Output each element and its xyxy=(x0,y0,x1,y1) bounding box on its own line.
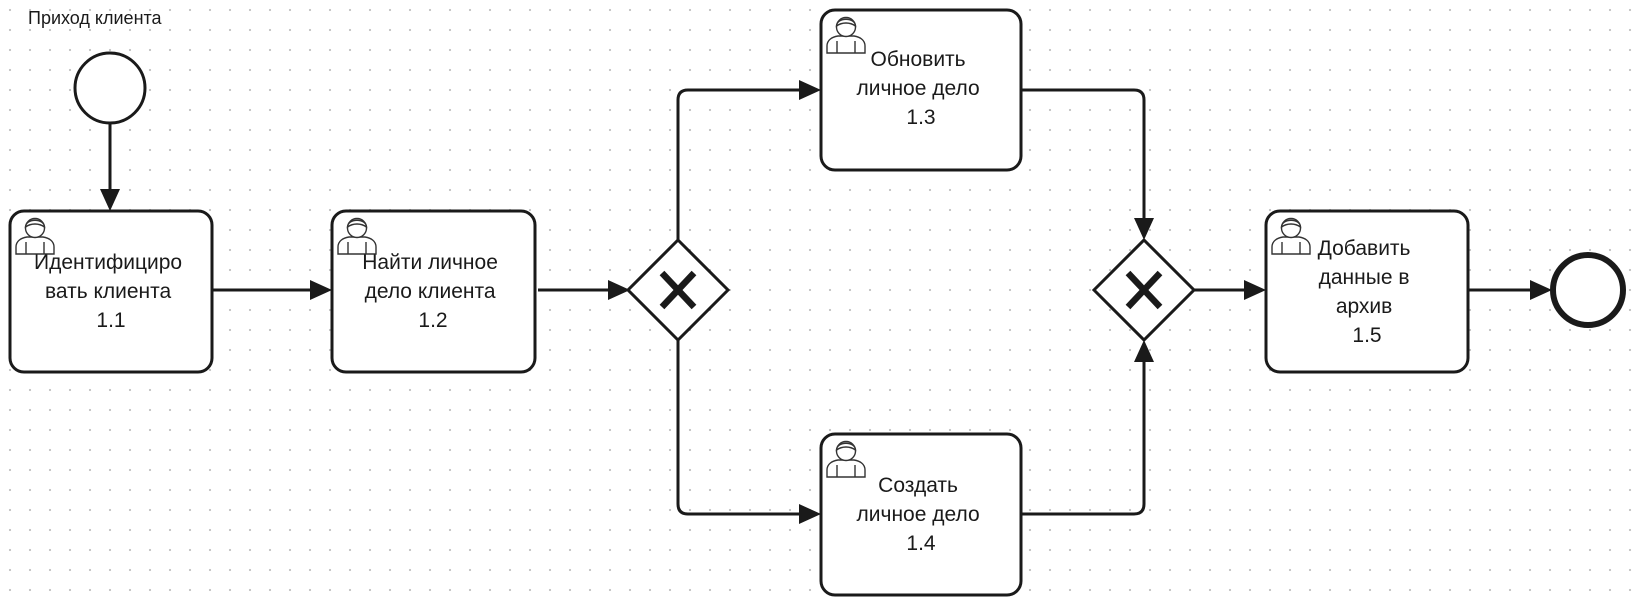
task-1-2[interactable]: Найти личное дело клиента 1.2 xyxy=(330,209,537,374)
task-label-line: архив xyxy=(1336,295,1393,318)
end-event-circle xyxy=(1550,252,1626,328)
task-id: 1.5 xyxy=(1352,324,1381,347)
gateway-merge[interactable] xyxy=(1091,237,1197,343)
edge-1-3-to-merge[interactable] xyxy=(1021,88,1146,220)
start-event-label: Приход клиента xyxy=(28,8,163,28)
task-box xyxy=(1264,209,1470,374)
task-label-line: Обновить xyxy=(871,48,966,71)
edge-1-4-to-merge[interactable] xyxy=(1021,360,1146,516)
task-label-line: Добавить xyxy=(1318,237,1411,260)
end-event[interactable] xyxy=(1550,252,1626,328)
flow-edges xyxy=(100,80,1552,524)
start-event-circle xyxy=(73,51,147,125)
x-icon xyxy=(659,270,697,310)
gateway-split[interactable] xyxy=(625,237,731,343)
task-label: Создать личное дело 1.4 xyxy=(857,474,986,555)
arrowhead xyxy=(1530,280,1552,300)
task-label-line: личное дело xyxy=(857,77,980,100)
task-1-5[interactable]: Добавить данные в архив 1.5 xyxy=(1264,209,1470,374)
task-label: Добавить данные в архив 1.5 xyxy=(1318,237,1417,347)
arrowhead xyxy=(1244,280,1266,300)
arrowhead xyxy=(310,280,332,300)
arrowhead xyxy=(799,80,821,100)
arrowhead xyxy=(608,280,630,300)
task-label-line: вать клиента xyxy=(45,280,172,303)
task-label-line: Создать xyxy=(878,474,958,497)
arrowhead xyxy=(799,504,821,524)
task-label: Идентифициро вать клиента 1.1 xyxy=(34,251,188,332)
task-id: 1.4 xyxy=(906,532,936,555)
task-id: 1.1 xyxy=(96,309,125,332)
task-box xyxy=(819,8,1023,172)
arrowhead xyxy=(1134,340,1154,362)
task-label-line: Идентифициро xyxy=(34,251,182,274)
task-label: Обновить личное дело 1.3 xyxy=(857,48,986,129)
task-label-line: дело клиента xyxy=(365,280,496,303)
task-box xyxy=(330,209,537,374)
edge-split-to-1-4[interactable] xyxy=(676,340,801,516)
arrowhead xyxy=(1134,218,1154,240)
edge-split-to-1-3[interactable] xyxy=(676,88,801,240)
task-box xyxy=(8,209,214,374)
task-label: Найти личное дело клиента 1.2 xyxy=(362,251,503,332)
task-label-line: Найти личное xyxy=(362,251,498,274)
task-box xyxy=(819,432,1023,597)
task-label-line: данные в xyxy=(1319,266,1410,289)
arrowhead xyxy=(100,189,120,211)
x-icon xyxy=(1125,270,1163,310)
task-id: 1.3 xyxy=(906,106,935,129)
task-1-3[interactable]: Обновить личное дело 1.3 xyxy=(819,8,1023,172)
task-id: 1.2 xyxy=(418,309,447,332)
task-1-1[interactable]: Идентифициро вать клиента 1.1 xyxy=(8,209,214,374)
task-label-line: личное дело xyxy=(857,503,980,526)
start-event[interactable]: Приход клиента xyxy=(28,8,163,125)
task-1-4[interactable]: Создать личное дело 1.4 xyxy=(819,432,1023,597)
